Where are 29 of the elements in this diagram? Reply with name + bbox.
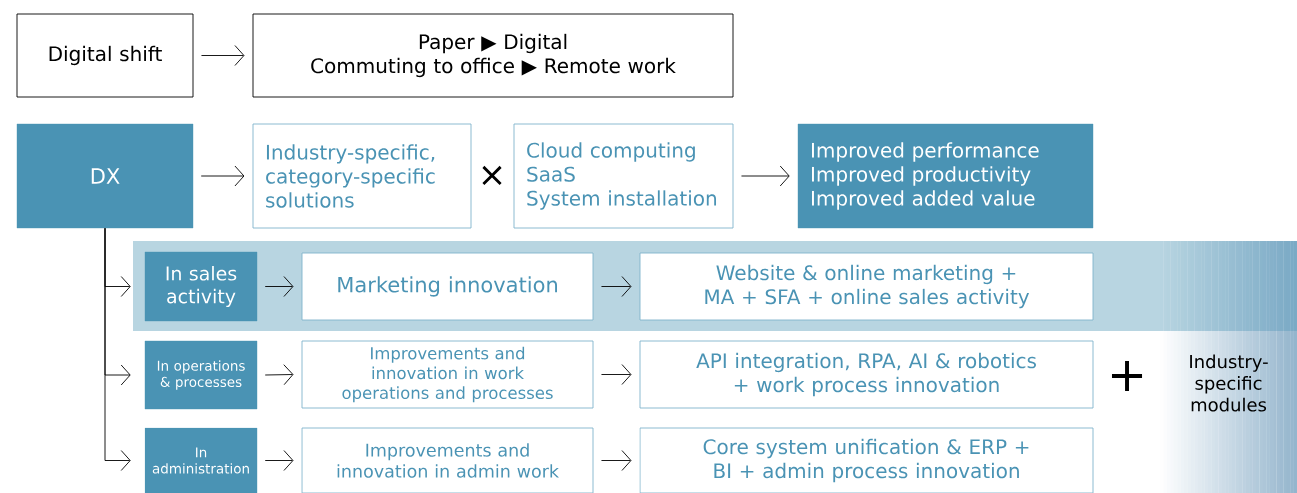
process-box: Improvements and innovation in work operations and processes — [301, 340, 594, 409]
arrow — [200, 165, 245, 187]
multiply-sign: × — [482, 165, 502, 186]
arrow — [601, 450, 632, 471]
process-box: Cloud computing SaaS System installation — [513, 123, 734, 229]
arrow — [601, 276, 632, 297]
process-box: Website & online marketing + MA + SFA + online sales activity — [639, 252, 1094, 321]
category-box: In operations & processes — [144, 340, 258, 410]
process-box: DX — [16, 123, 194, 229]
result-box: Improved performance Improved productivity Improved added value — [797, 123, 1094, 229]
arrow — [264, 364, 294, 386]
arrow — [104, 227, 131, 471]
process-box: Core system unification & ERP + BI + admin process innovation — [639, 427, 1094, 493]
process-box: API integration, RPA, AI & robotics + work process innovation — [639, 340, 1094, 409]
arrow — [264, 450, 294, 471]
process-box: Improvements and innovation in admin work — [301, 427, 594, 493]
arrow — [741, 165, 790, 187]
plus-sign: + — [1112, 360, 1143, 392]
arrow — [201, 45, 245, 66]
node-label: Industry-specific modules — [1190, 354, 1268, 412]
category-box: In sales activity — [144, 251, 258, 322]
arrow — [264, 276, 294, 297]
process-box: Digital shift — [16, 13, 194, 98]
arrow — [601, 364, 632, 385]
process-box: Industry-specific, category-specific solutions — [252, 123, 472, 229]
module-column: Industry-specific modules — [1160, 331, 1297, 493]
process-box: Paper ▶ Digital Commuting to office ▶ Remote work — [252, 13, 734, 98]
category-box: In administration — [144, 427, 258, 493]
process-box: Marketing innovation — [301, 252, 594, 321]
